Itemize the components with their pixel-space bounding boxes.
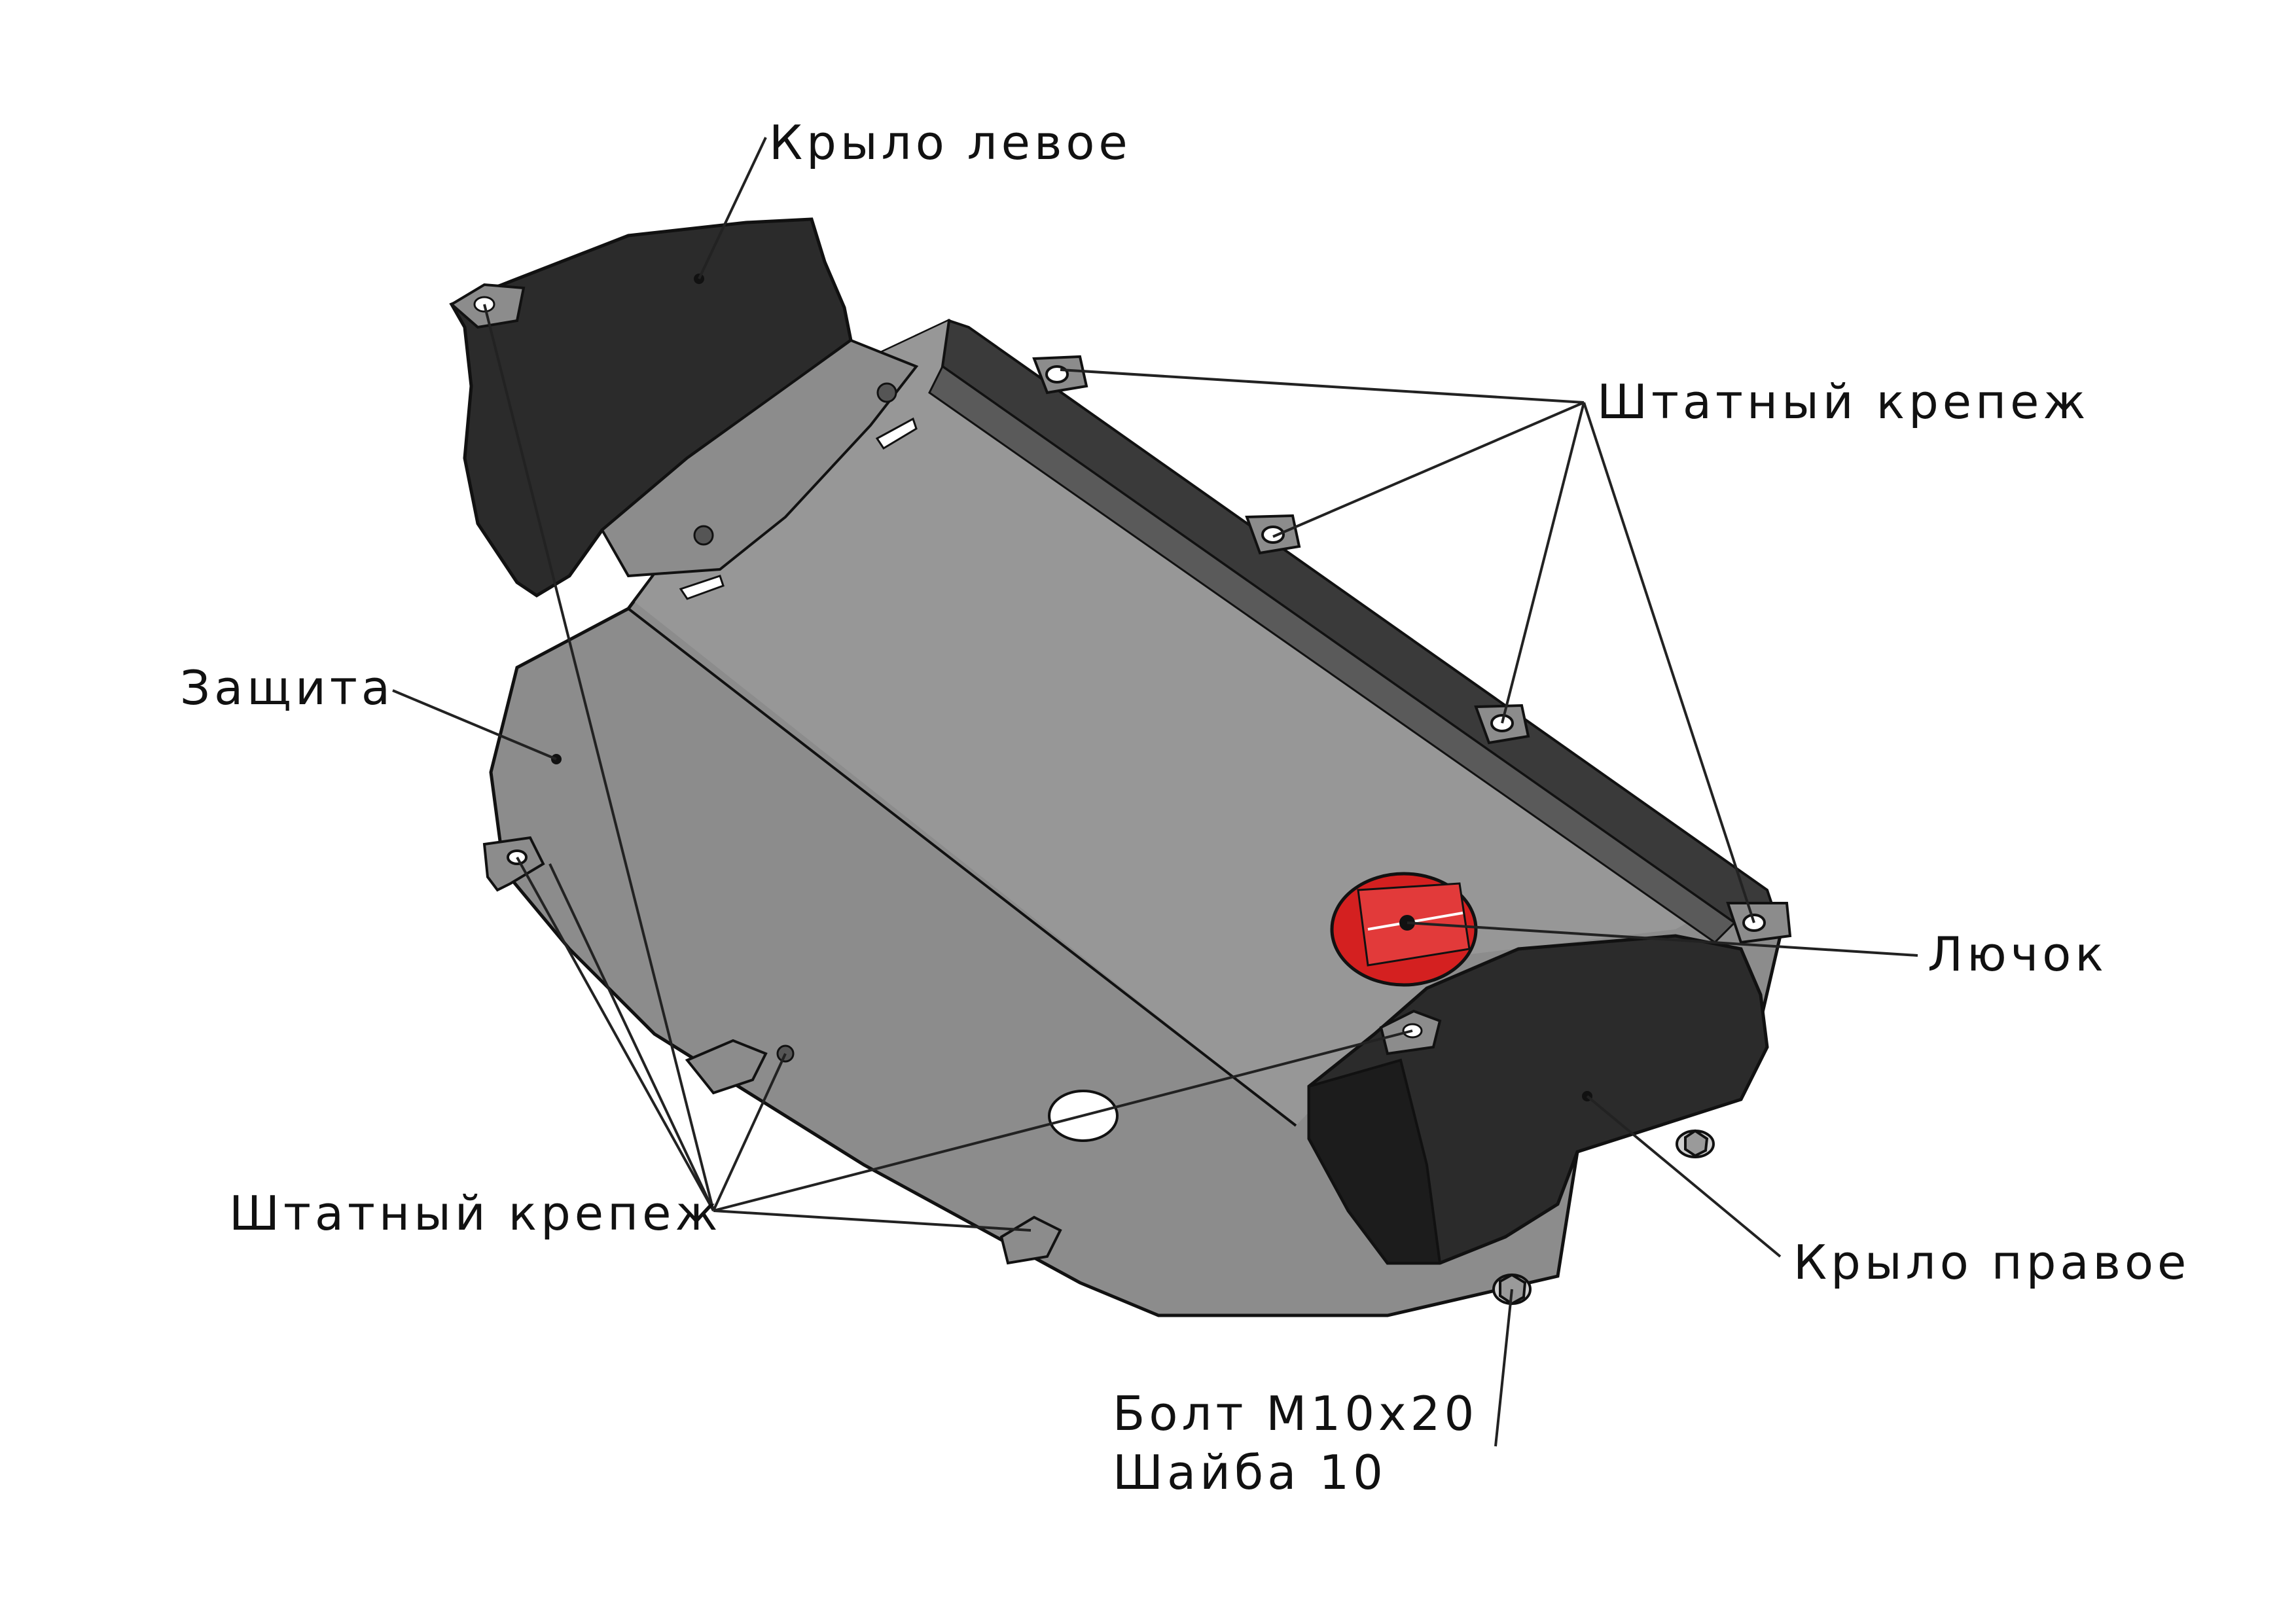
label-hatch: Лючок xyxy=(1928,927,2108,982)
leader-lines xyxy=(392,137,1918,1447)
label-bolt: Болт М10х20 xyxy=(1113,1386,1479,1441)
loose-washer-icon xyxy=(1676,1129,1715,1158)
label-wing-left: Крыло левое xyxy=(769,115,1132,170)
wing-left-slot xyxy=(875,417,918,450)
label-wing-right: Крыло правое xyxy=(1793,1235,2191,1290)
guard-plate-bend-line xyxy=(627,607,1297,1127)
label-standard-fastener-top: Штатный крепеж xyxy=(1597,374,2090,429)
wing-left-flange xyxy=(600,338,919,578)
wing-left-slot-lower xyxy=(679,575,725,600)
hatch-cover-slot xyxy=(1367,912,1463,931)
wing-right-front-face xyxy=(1308,1058,1442,1264)
label-bolt-washer: Болт М10х20 Шайба 10 xyxy=(1113,1384,1478,1502)
label-guard: Защита xyxy=(180,660,394,715)
rail-mount-tabs xyxy=(1032,355,1792,944)
label-standard-fastener-bottom: Штатный крепеж xyxy=(229,1186,722,1241)
label-washer: Шайба 10 xyxy=(1113,1445,1387,1500)
wing-left-studs xyxy=(693,382,897,546)
